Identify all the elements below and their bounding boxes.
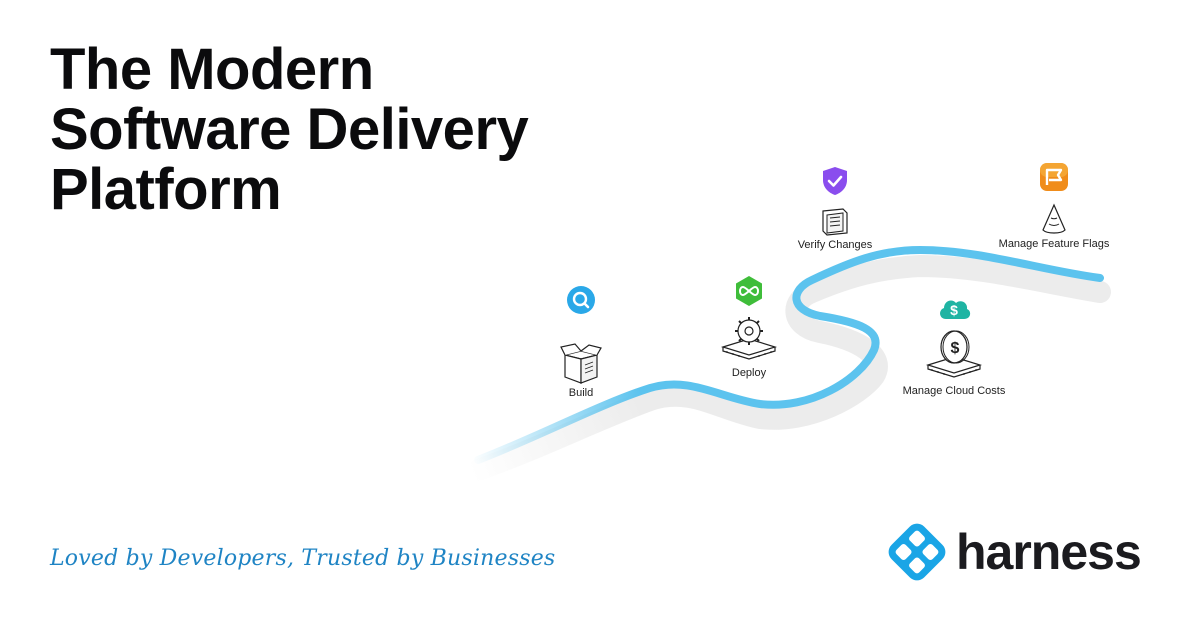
headline-line-2: Software Delivery — [50, 97, 529, 162]
harness-logo[interactable]: harness — [888, 520, 1142, 584]
logo-wordmark: harness — [956, 524, 1142, 580]
stage-cloud-costs: $ $ Manage Cloud Costs — [874, 293, 1034, 397]
flag-icon — [1040, 163, 1068, 191]
coin-platform-icon: $ — [925, 330, 983, 378]
open-box-icon — [560, 343, 602, 384]
infinity-icon — [736, 276, 762, 306]
stage-build-label: Build — [568, 387, 594, 399]
stage-build: Build — [501, 285, 661, 399]
stage-feature-flags-label: Manage Feature Flags — [998, 238, 1110, 250]
svg-text:$: $ — [950, 302, 958, 318]
headline: The Modern Software Delivery Platform — [50, 37, 529, 222]
harness-diamond-icon — [888, 523, 946, 581]
tagline: Loved by Developers, Trusted by Business… — [50, 546, 556, 571]
shield-check-icon — [823, 167, 847, 195]
svg-text:$: $ — [951, 340, 960, 357]
stage-cloud-costs-label: Manage Cloud Costs — [902, 385, 1006, 397]
search-icon — [567, 286, 595, 314]
gear-platform-icon — [720, 317, 778, 360]
dollar-cloud-icon: $ — [940, 300, 971, 319]
headline-line-3: Platform — [50, 157, 282, 222]
cone-icon — [1042, 203, 1066, 234]
road-line — [474, 246, 1104, 464]
stage-verify: Verify Changes — [755, 165, 915, 251]
stage-deploy: Deploy — [669, 275, 829, 379]
headline-line-1: The Modern — [50, 37, 374, 102]
stage-verify-label: Verify Changes — [797, 239, 873, 251]
road-shadow — [467, 255, 1111, 481]
document-crate-icon — [822, 208, 848, 236]
stage-feature-flags: Manage Feature Flags — [974, 160, 1134, 250]
stage-deploy-label: Deploy — [731, 367, 767, 379]
